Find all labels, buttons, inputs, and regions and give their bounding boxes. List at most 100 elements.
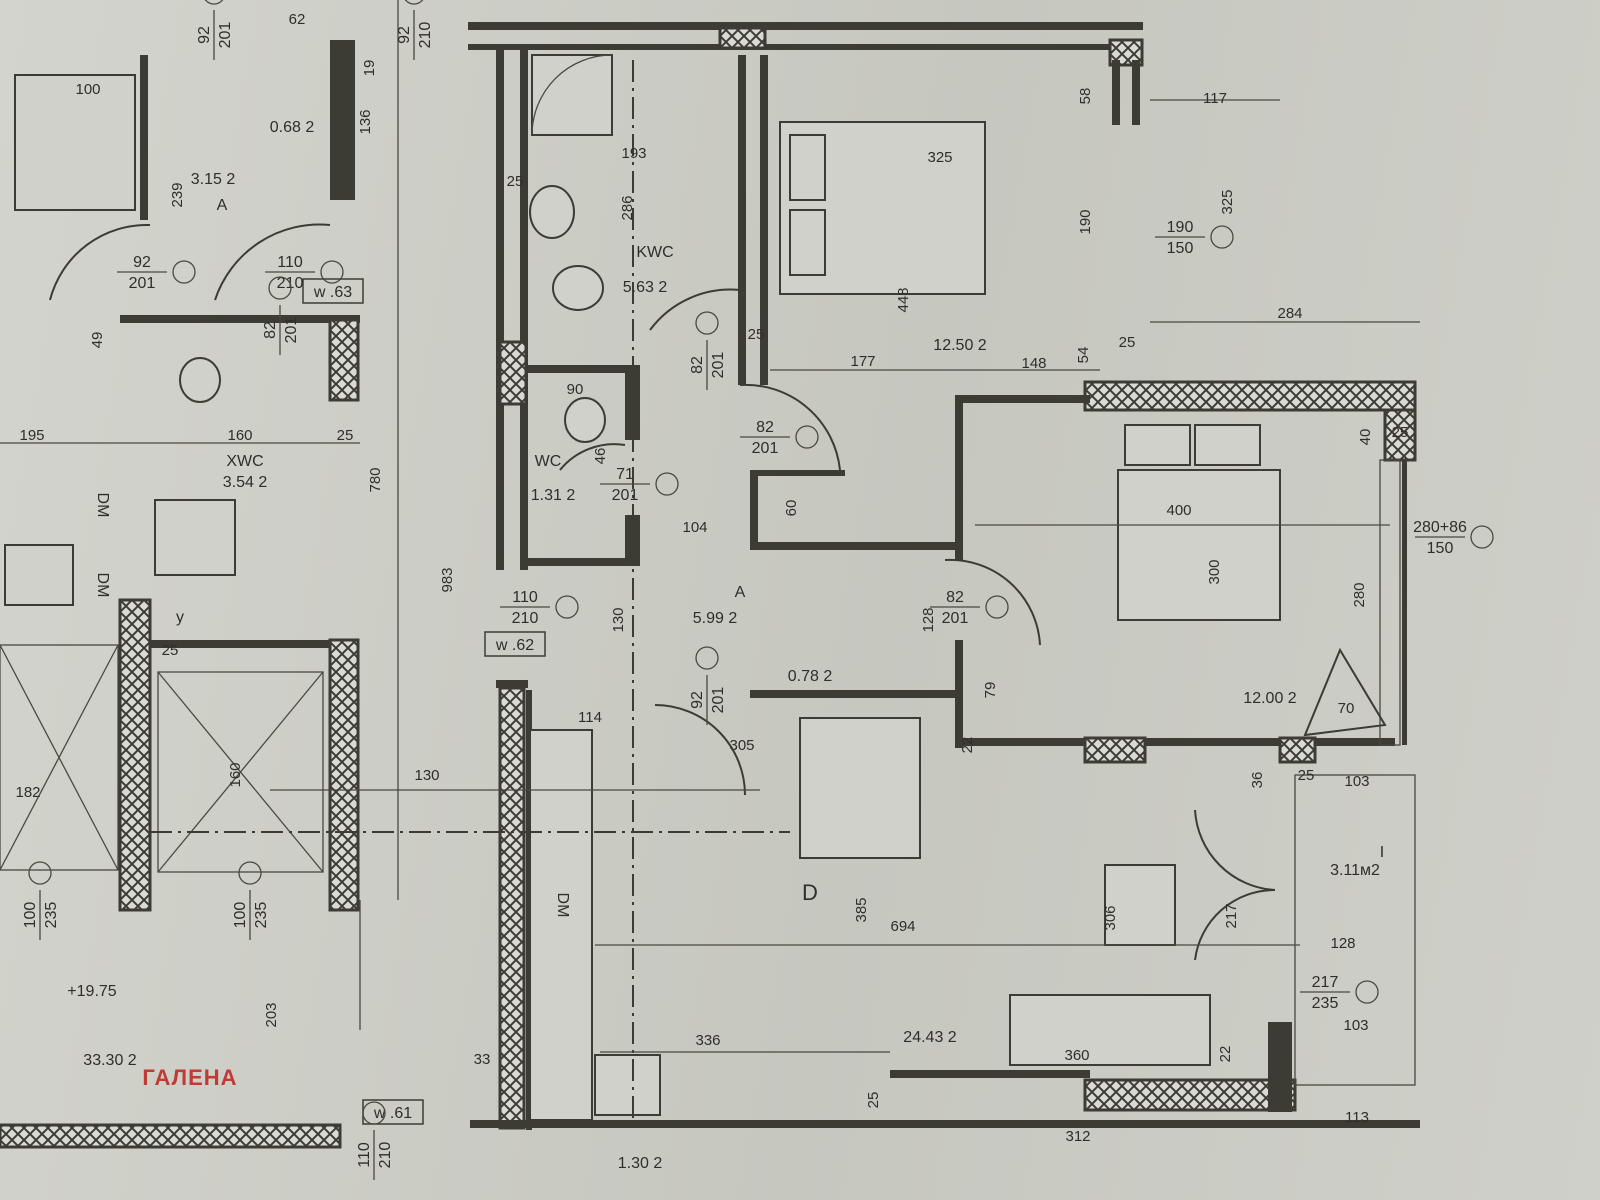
door-width: 190 <box>1167 219 1194 236</box>
room-label: 5.99 2 <box>693 610 738 627</box>
dimension-label: 19 <box>361 60 378 77</box>
dimension-label: 22 <box>959 737 976 754</box>
door-height: 210 <box>417 22 434 49</box>
dimension-label: 113 <box>1345 1109 1369 1126</box>
door-height: 210 <box>377 1142 394 1169</box>
dimension-label: 203 <box>263 1002 280 1027</box>
dimension-label: 128 <box>1330 935 1355 952</box>
dimension-label: 300 <box>1206 559 1223 584</box>
door-height: 201 <box>217 22 234 49</box>
door-height: 235 <box>43 902 60 929</box>
door-width: 100 <box>22 902 39 929</box>
dimension-label: 49 <box>89 332 106 349</box>
dimension-label: 286 <box>619 195 636 220</box>
door-height: 235 <box>1312 995 1339 1012</box>
door-width: 92 <box>396 26 413 44</box>
door-circle-icon <box>655 472 679 496</box>
dimension-label: 360 <box>1064 1047 1089 1064</box>
room-label: A <box>735 584 746 601</box>
room-label: 12.50 2 <box>933 337 986 354</box>
door-height: 150 <box>1427 540 1454 557</box>
furniture <box>4 54 1387 1116</box>
dimension-label: 177 <box>850 353 875 370</box>
window-tag: w .62 <box>495 637 534 654</box>
dimension-label: 385 <box>853 897 870 922</box>
dimension-label: 117 <box>1203 90 1227 107</box>
room-label: 33.30 2 <box>83 1052 136 1069</box>
dimension-label: 448 <box>895 287 912 312</box>
dimension-label: 148 <box>1021 355 1046 372</box>
dimension-label: 58 <box>1077 88 1094 105</box>
door-width: 110 <box>277 254 303 271</box>
door-circle-icon <box>362 1101 386 1125</box>
dimension-label: 195 <box>19 427 44 444</box>
door-width: 92 <box>196 26 213 44</box>
door-width: 82 <box>689 356 706 374</box>
door-width: 110 <box>512 589 538 606</box>
dimension-label: 90 <box>567 381 584 398</box>
dimension-label: 70 <box>1338 700 1355 717</box>
door-width: 100 <box>232 902 249 929</box>
room-label: XWC <box>226 453 263 470</box>
door-circle-icon <box>268 276 292 300</box>
dimension-label: 36 <box>1249 772 1266 789</box>
dimension-label: 306 <box>1102 905 1119 930</box>
dimension-label: 114 <box>578 709 602 726</box>
door-height: 201 <box>710 352 727 379</box>
dimension-label: 190 <box>1077 209 1094 234</box>
door-width: 82 <box>756 419 774 436</box>
grid-axes <box>0 0 1420 1130</box>
window-tag-box <box>484 631 546 657</box>
dimension-label: 33 <box>474 1051 491 1068</box>
window-tag: w .63 <box>313 284 352 301</box>
door-height: 201 <box>129 275 156 292</box>
dimension-label: 25 <box>162 642 179 659</box>
door-width: 92 <box>689 691 706 709</box>
dimension-label: 103 <box>1344 773 1369 790</box>
door-circle-icon <box>1210 225 1234 249</box>
door-height: 150 <box>1167 240 1194 257</box>
dimension-label: 25 <box>865 1092 882 1109</box>
dimension-label: 60 <box>783 500 800 517</box>
dimension-label: 128 <box>920 607 937 632</box>
door-circle-icon <box>238 861 262 885</box>
dimension-label: 160 <box>227 762 244 787</box>
door-height: 235 <box>253 902 270 929</box>
door-height: 201 <box>283 317 300 344</box>
door-width: 82 <box>946 589 964 606</box>
room-label: WC <box>535 453 562 470</box>
room-label: 24.43 2 <box>903 1029 956 1046</box>
dimension-label: 284 <box>1277 305 1302 322</box>
door-circle-icon <box>985 595 1009 619</box>
dimension-label: 130 <box>610 607 627 632</box>
room-label: y <box>176 609 184 626</box>
door-circle-icon <box>202 0 226 5</box>
door-height: 201 <box>612 487 639 504</box>
room-label: D <box>802 880 818 905</box>
room-label: KWC <box>636 244 673 261</box>
door-circle-icon <box>1355 980 1379 1004</box>
dimension-label: 336 <box>695 1032 720 1049</box>
door-width: 82 <box>262 321 279 339</box>
door-circle-icon <box>695 311 719 335</box>
door-circle-icon <box>555 595 579 619</box>
door-circle-icon <box>320 260 344 284</box>
room-label: 12.00 2 <box>1243 690 1296 707</box>
dimension-label: 780 <box>367 467 384 492</box>
walls <box>0 22 1420 1149</box>
dimension-label: 193 <box>621 145 646 162</box>
door-height: 201 <box>752 440 779 457</box>
dimension-label: 22 <box>1217 1046 1234 1063</box>
room-label: 0.78 2 <box>788 668 833 685</box>
room-label: 1.30 2 <box>618 1155 663 1172</box>
door-width: 217 <box>1312 974 1339 991</box>
dimension-label: 104 <box>682 519 707 536</box>
